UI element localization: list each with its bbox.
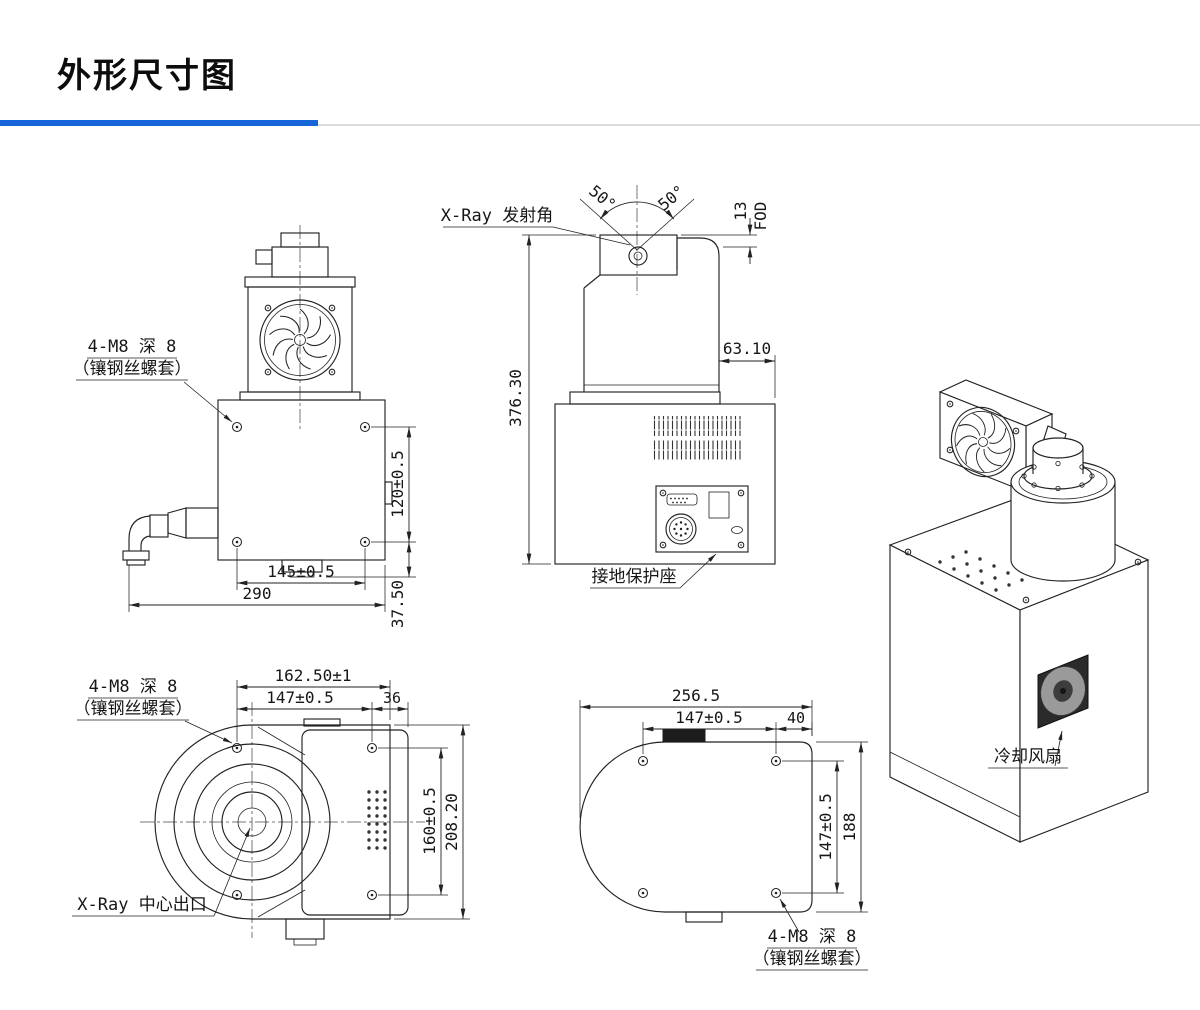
m8-callout-label: 4-M8 深 8 [88,337,177,357]
vent-holes [367,790,387,850]
m8-callout-sublabel: （镶钢丝螺套） [73,358,192,379]
connector-panel [655,485,749,553]
dim-147-label: 147±0.5 [266,688,333,707]
page-title: 外形尺寸图 [57,56,237,96]
fan-screw [328,304,336,312]
dim-256-label: 256.5 [672,686,720,705]
dim-188-label: 188 [840,813,859,842]
panel-screw [737,541,745,549]
fan-icon [259,299,341,381]
screw-hole [231,536,243,548]
ground-protection-label: 接地保护座 [592,567,677,587]
panel-screw [659,489,667,497]
panel-screw [737,489,745,497]
side-view: 50° 50° X-Ray 发射角 [441,181,776,589]
screw-hole [770,755,782,767]
fan-screw [264,304,272,312]
title-divider-line [0,124,1200,126]
dim-13-label: 13 [731,201,750,220]
angle-left-label: 50° [585,181,619,214]
vent-grille [652,440,742,460]
screw-hole [366,889,378,901]
top-connector [662,729,706,743]
turret-cylinder [1010,437,1116,582]
screw-hole [231,421,243,433]
dim-147v-label: 147±0.5 [816,793,835,860]
label-plate [708,491,730,519]
dim-37-label: 37.50 [388,580,407,628]
dim-63-label: 63.10 [723,339,771,358]
m8-callout-sublabel: （镶钢丝螺套） [753,948,872,969]
screw-hole [231,742,243,754]
dim-376-label: 376.30 [506,369,525,427]
vent-grille [652,416,742,436]
m8-callout-label: 4-M8 深 8 [768,927,857,947]
vent-holes [938,550,1024,592]
screw-hole [637,887,649,899]
cooling-fan [1037,654,1089,729]
screw-hole [359,421,371,433]
fan-screw [264,368,272,376]
round-connector [665,513,697,545]
title-divider-accent-bar [0,120,318,126]
xray-outlet-label: X-Ray 中心出口 [77,895,206,915]
m8-callout-label: 4-M8 深 8 [89,677,178,697]
dim-290-label: 290 [243,584,272,603]
fod-label: FOD [751,202,770,231]
dim-160-label: 160±0.5 [420,787,439,854]
fan-screw [328,368,336,376]
bottom-view-b: 256.5 147±0.5 40 147±0.5 188 4-M8 深 8 （镶… [579,686,872,971]
dsub-connector [666,493,698,506]
screw-hole [637,755,649,767]
screw-hole [770,887,782,899]
isometric-view: 冷却风扇 [888,379,1150,843]
dimension-drawing: 120±0.5 37.50 145±0.5 290 4-M8 深 8 （镶钢丝螺… [72,181,1150,971]
screw-hole [359,536,371,548]
dim-40-label: 40 [787,709,805,727]
dim-36-label: 36 [383,689,401,707]
m8-callout-sublabel: （镶钢丝螺套） [74,698,193,719]
front-view: 120±0.5 37.50 145±0.5 290 4-M8 深 8 （镶钢丝螺… [73,225,416,628]
power-cable [122,507,219,566]
panel-screw [659,541,667,549]
dim-162-label: 162.50±1 [274,666,351,685]
dim-147h-label: 147±0.5 [675,708,742,727]
screw-hole [366,742,378,754]
indicator [731,526,743,534]
fan-icon [947,403,1021,482]
bottom-view-a: 162.50±1 147±0.5 36 160±0.5 208.20 4-M8 … [72,666,470,946]
xray-outlet-rings [173,743,331,901]
cooling-fan-label: 冷却风扇 [994,747,1062,767]
emission-angle-label: X-Ray 发射角 [441,206,553,226]
dim-145-label: 145±0.5 [267,562,334,581]
dim-208-label: 208.20 [442,793,461,851]
focal-spot-port [628,246,648,266]
angle-right-label: 50° [654,181,688,214]
dim-120-label: 120±0.5 [388,450,407,517]
